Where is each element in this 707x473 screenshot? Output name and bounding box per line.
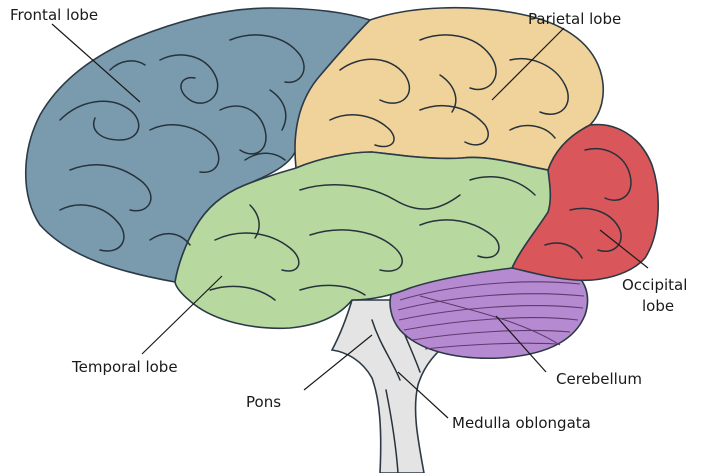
pons-label: Pons	[246, 393, 281, 411]
cerebellum-label: Cerebellum	[556, 370, 642, 388]
temporal-lobe-label: Temporal lobe	[71, 358, 178, 376]
occipital-lobe-label-line2: lobe	[642, 297, 674, 315]
frontal-lobe-label: Frontal lobe	[10, 6, 98, 24]
occipital-lobe-label-line1: Occipital	[622, 276, 687, 294]
medulla-oblongata-label: Medulla oblongata	[452, 414, 591, 432]
parietal-lobe-label: Parietal lobe	[528, 10, 621, 28]
